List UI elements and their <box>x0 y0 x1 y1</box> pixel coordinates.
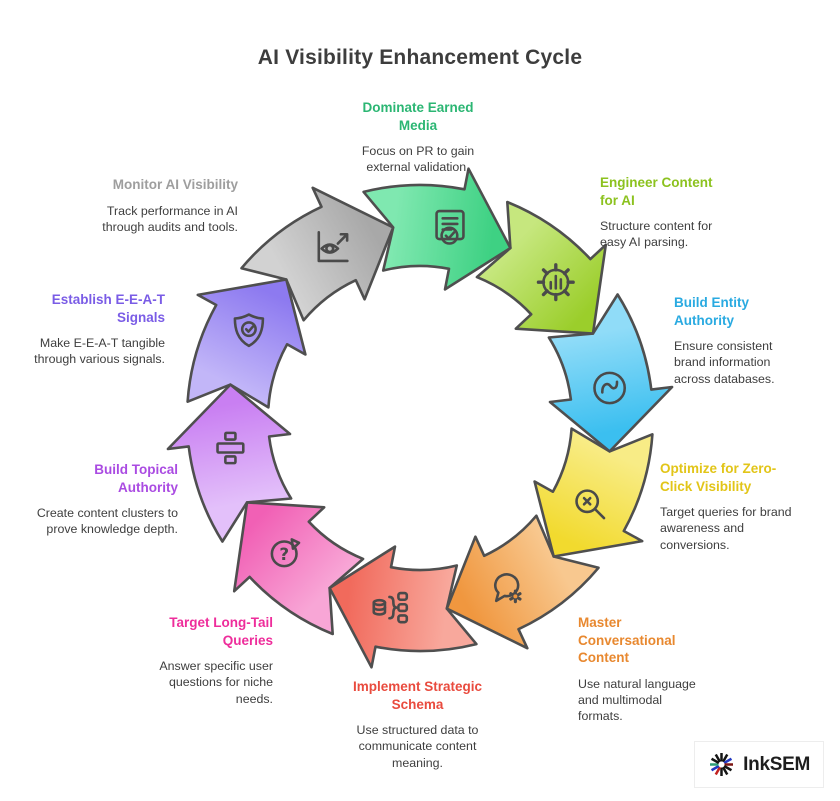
step-title: Build Entity Authority <box>674 295 749 328</box>
svg-text:?: ? <box>279 544 289 564</box>
step-title: Master Conversational Content <box>578 615 676 666</box>
step-label-eeat-signals: Establish E-E-A-T Signals Make E-E-A-T t… <box>30 291 165 368</box>
step-desc: Target queries for brand awareness and c… <box>660 505 792 552</box>
step-title: Monitor AI Visibility <box>112 177 238 192</box>
cycle-arrow-gear-chart <box>475 200 608 335</box>
step-desc: Focus on PR to gain external validation. <box>361 144 475 175</box>
eye-chart-icon <box>317 231 349 263</box>
gear-chart-icon <box>536 263 575 302</box>
question-circle-icon: ? <box>270 538 301 568</box>
step-label-strategic-schema: Implement Strategic Schema Use structure… <box>350 678 485 771</box>
step-title: Engineer Content for AI <box>600 175 713 208</box>
chat-gear-icon <box>493 573 522 604</box>
inksem-starburst-icon <box>710 753 734 776</box>
sync-circle-icon <box>593 371 627 405</box>
shield-check-icon <box>233 313 265 348</box>
search-x-icon <box>575 489 606 520</box>
cycle-arrow-question-circle <box>232 501 365 636</box>
step-title: Dominate Earned Media <box>362 100 474 133</box>
step-desc: Make E-E-A-T tangible through various si… <box>34 336 165 367</box>
divide-icon <box>216 431 245 465</box>
page-title: AI Visibility Enhancement Cycle <box>257 46 583 69</box>
step-desc: Track performance in AI through audits a… <box>102 203 238 234</box>
step-title: Implement Strategic Schema <box>352 679 483 712</box>
step-title: Build Topical Authority <box>94 462 178 495</box>
database-schema-icon <box>372 591 409 624</box>
step-title: Target Long-Tail Queries <box>169 615 273 648</box>
step-label-conversational-content: Master Conversational Content Use natura… <box>578 614 708 725</box>
step-label-entity-authority: Build Entity Authority Ensure consistent… <box>674 294 798 387</box>
step-desc: Create content clusters to prove knowled… <box>36 506 178 537</box>
document-check-icon <box>435 209 465 245</box>
cycle-arrow-eye-chart <box>240 186 395 322</box>
inksem-logo: InkSEM <box>694 741 824 788</box>
step-label-dominate-earned-media: Dominate Earned Media Focus on PR to gai… <box>353 99 483 176</box>
step-label-topical-authority: Build Topical Authority Create content c… <box>33 461 178 538</box>
step-label-long-tail-queries: Target Long-Tail Queries Answer specific… <box>148 614 273 707</box>
step-desc: Answer specific user questions for niche… <box>159 659 273 706</box>
cycle-arrow-chat-gear <box>445 514 600 650</box>
inksem-logo-text: InkSEM <box>743 753 810 775</box>
step-label-engineer-content: Engineer Content for AI Structure conten… <box>600 174 730 251</box>
step-desc: Structure content for easy AI parsing. <box>600 219 713 250</box>
step-desc: Ensure consistent brand information acro… <box>674 339 775 386</box>
step-desc: Use structured data to communicate conte… <box>356 723 479 770</box>
step-label-zero-click: Optimize for Zero-Click Visibility Targe… <box>660 460 800 553</box>
step-label-monitor-visibility: Monitor AI Visibility Track performance … <box>90 176 238 235</box>
step-title: Establish E-E-A-T Signals <box>51 292 165 325</box>
cycle-arrow-database-schema <box>328 545 478 669</box>
step-desc: Use natural language and multimodal form… <box>578 676 696 724</box>
step-title: Optimize for Zero-Click Visibility <box>660 461 777 494</box>
